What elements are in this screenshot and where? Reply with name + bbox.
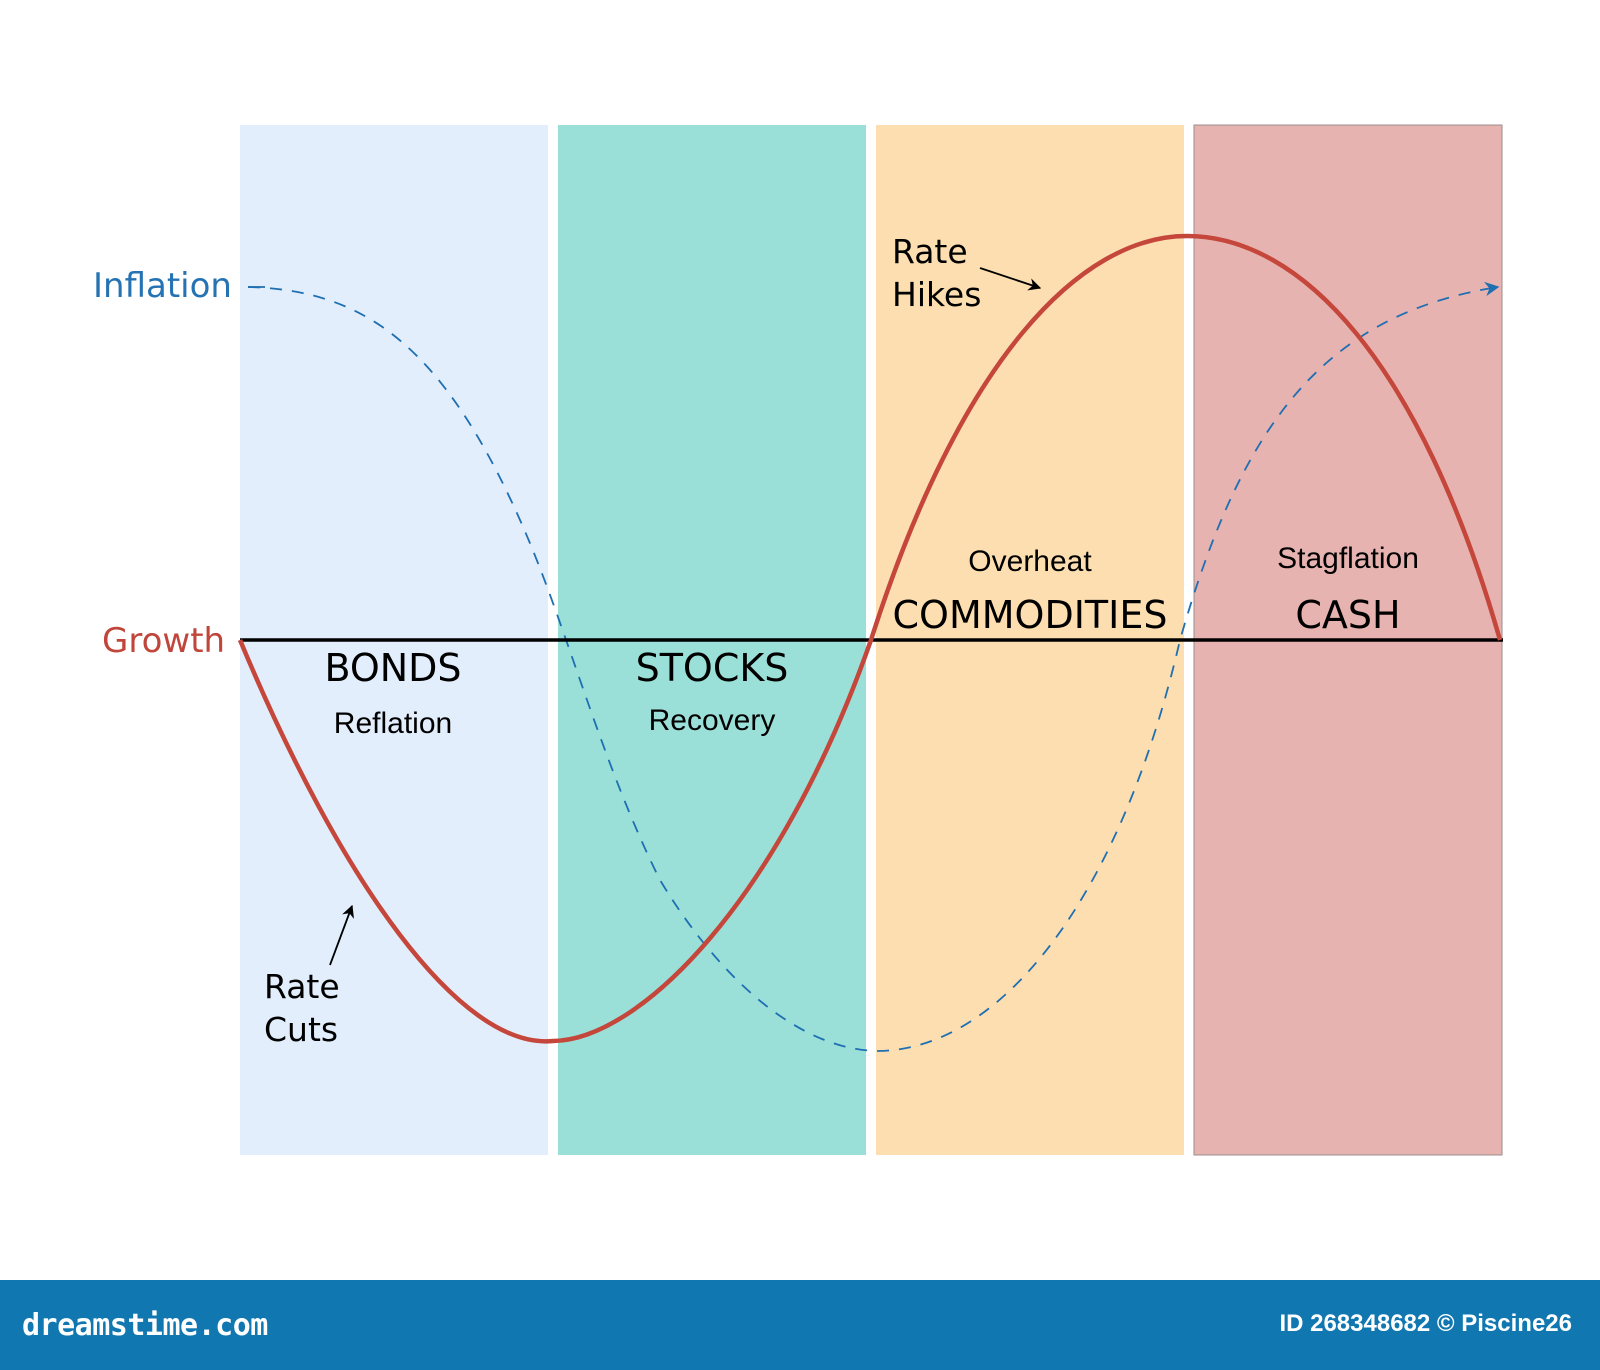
asset-label-cash: CASH <box>1295 593 1400 637</box>
rate-cuts-label-line2: Cuts <box>264 1010 338 1049</box>
asset-label-commodities: COMMODITIES <box>893 593 1168 637</box>
phase-label-stagflation: Stagflation <box>1277 542 1419 575</box>
rate-hikes-label-line2: Hikes <box>892 275 981 314</box>
phase-label-recovery: Recovery <box>649 704 776 737</box>
rate-cuts-arrow <box>329 904 354 966</box>
rate-hikes-label-line1: Rate <box>892 232 968 271</box>
phase-label-reflation: Reflation <box>334 707 452 740</box>
economic-cycle-diagram: Inflation Growth Overheat COMMODITIES St… <box>93 124 1503 1156</box>
growth-label: Growth <box>102 621 225 661</box>
phase-label-overheat: Overheat <box>968 545 1092 578</box>
footer-bar: dreamstime.com ID 268348682 © Piscine26 <box>0 1280 1600 1370</box>
asset-label-bonds: BONDS <box>324 646 461 690</box>
rate-cuts-label-line1: Rate <box>264 967 340 1006</box>
inflation-label: Inflation <box>93 266 232 306</box>
rate-hikes-arrow <box>979 267 1042 291</box>
growth-curve <box>237 233 1503 1044</box>
footer-logo[interactable]: dreamstime.com <box>22 1308 268 1343</box>
asset-label-stocks: STOCKS <box>636 646 789 690</box>
footer-id-text: ID 268348682 © Piscine26 <box>1279 1310 1572 1337</box>
